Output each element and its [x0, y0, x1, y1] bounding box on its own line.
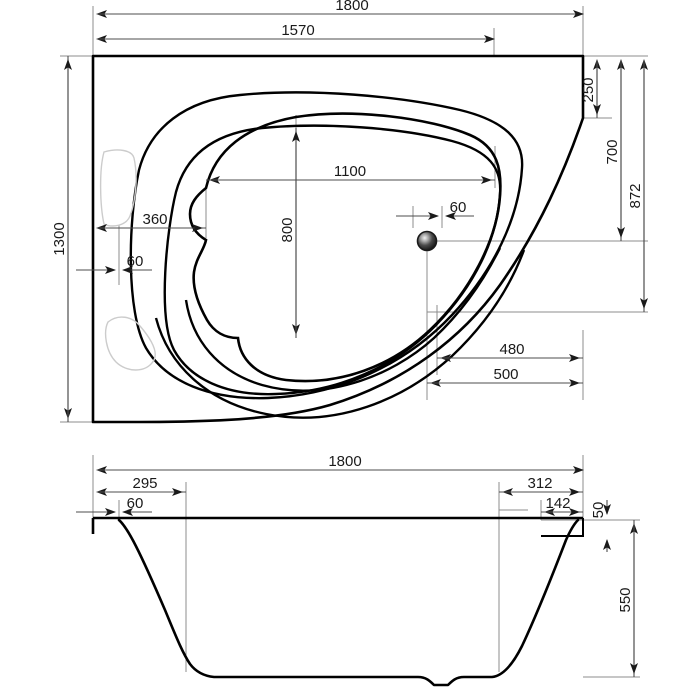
dim-plan-left-60: 60 [127, 253, 144, 270]
bath-basin-bottom [188, 112, 502, 383]
grab-handle-upper-icon [99, 149, 137, 227]
bath-outer-outline [91, 54, 585, 424]
dim-section-left-295: 295 [132, 475, 157, 492]
dim-section-overall-width: 1800 [328, 453, 361, 470]
section-extension-lines [92, 455, 640, 678]
drain-outlet-icon [416, 230, 438, 252]
bath-sweep-line-1 [184, 247, 502, 392]
dim-section-depth-550: 550 [617, 587, 634, 612]
bath-rim-inner-line [129, 91, 524, 400]
grab-handle-lower-icon [104, 316, 156, 371]
dim-plan-basin-width: 1100 [334, 163, 366, 180]
dim-plan-drain-480: 480 [499, 341, 524, 358]
section-view-group: 1800 295 60 312 142 50 550 [76, 453, 640, 687]
dim-plan-rim-250: 250 [580, 77, 597, 102]
dim-section-right-312: 312 [527, 475, 552, 492]
dim-section-right-142: 142 [545, 495, 570, 512]
dim-plan-basin-height: 800 [279, 217, 296, 242]
dim-plan-offset-700: 700 [604, 139, 621, 164]
dim-plan-left-360: 360 [142, 211, 167, 228]
plan-dimension-lines [64, 10, 648, 422]
dim-plan-offset-872: 872 [627, 183, 644, 208]
plan-view-group: 1800 1570 1300 250 700 872 1100 800 360 … [51, 0, 648, 424]
dim-plan-drain-500: 500 [493, 366, 518, 383]
dim-plan-overall-width: 1800 [335, 0, 368, 14]
dim-plan-drain-60: 60 [450, 199, 467, 216]
dim-section-rim-50: 50 [590, 502, 607, 519]
dim-plan-overall-height: 1300 [51, 222, 68, 255]
bath-sweep-line-2 [154, 249, 526, 419]
section-right-rim-step [541, 518, 584, 537]
dim-section-left-60: 60 [127, 495, 144, 512]
dim-plan-inner-width: 1570 [281, 22, 314, 39]
section-bath-profile [117, 518, 580, 687]
section-dimension-lines [76, 466, 638, 677]
